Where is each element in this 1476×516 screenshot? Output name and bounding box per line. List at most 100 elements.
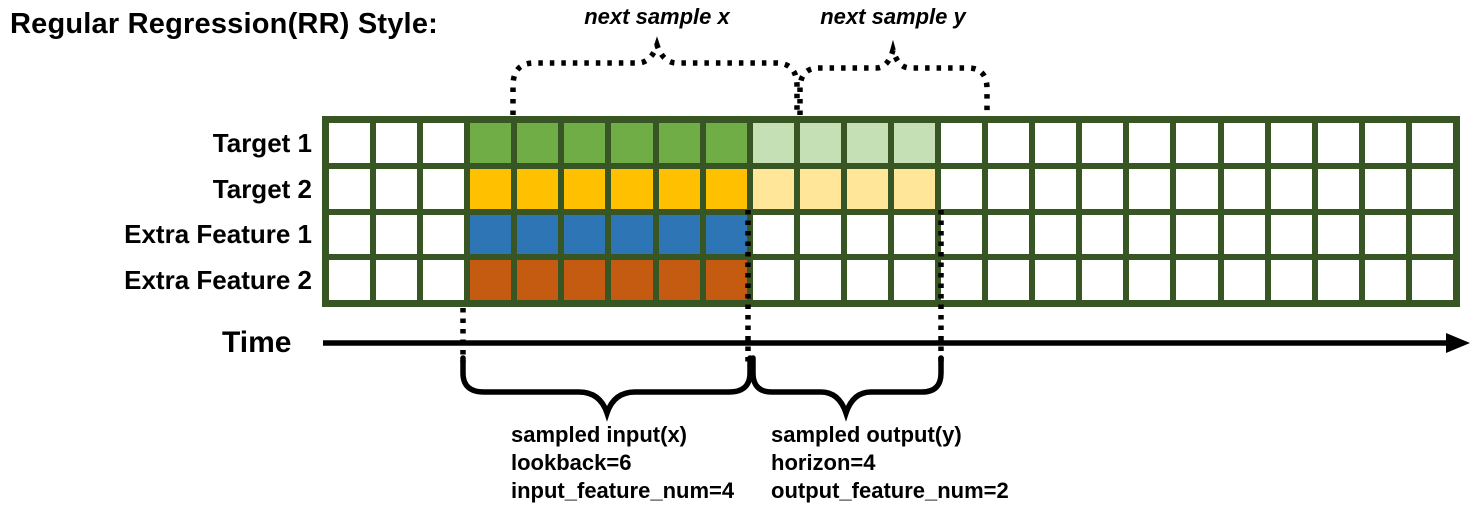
grid-cell xyxy=(941,168,983,209)
grid-cell xyxy=(1364,123,1406,163)
grid-cell xyxy=(1364,260,1406,300)
grid-cell xyxy=(705,214,747,255)
grid-cell xyxy=(564,260,606,300)
grid-cell xyxy=(517,260,559,300)
time-series-grid xyxy=(322,116,1460,307)
input-feature-num: input_feature_num=4 xyxy=(511,478,735,503)
grid-cell xyxy=(329,168,371,209)
grid-cell xyxy=(1176,168,1218,209)
grid-cell xyxy=(846,214,888,255)
grid-cell xyxy=(1364,214,1406,255)
grid-cell xyxy=(1035,168,1077,209)
grid-cell xyxy=(1035,260,1077,300)
grid-cell xyxy=(705,260,747,300)
grid-cell xyxy=(611,214,653,255)
grid-cell xyxy=(1317,214,1359,255)
grid-cell xyxy=(1176,214,1218,255)
grid-cell xyxy=(376,123,418,163)
grid-cell xyxy=(1317,168,1359,209)
grid-cell xyxy=(1411,168,1453,209)
grid-cell xyxy=(1082,168,1124,209)
time-axis-label: Time xyxy=(222,326,292,359)
grid-cell xyxy=(658,214,700,255)
grid-cell xyxy=(423,214,465,255)
grid-cell xyxy=(1270,214,1312,255)
row-label-extra-feature-2: Extra Feature 2 xyxy=(124,265,312,295)
next-sample-x-label: next sample x xyxy=(584,4,730,29)
grid-cell xyxy=(893,214,936,255)
grid-cell xyxy=(1129,214,1171,255)
grid-cell xyxy=(1129,168,1171,209)
grid-cell xyxy=(1411,214,1453,255)
grid-cell xyxy=(893,168,936,209)
grid-cell xyxy=(988,260,1030,300)
grid-cell xyxy=(1223,123,1265,163)
grid-cell xyxy=(1223,168,1265,209)
sampled-input-note: sampled input(x) lookback=6 input_featur… xyxy=(511,421,734,505)
row-label-target-2: Target 2 xyxy=(212,174,312,204)
sampled-output-title: sampled output(y) xyxy=(771,422,962,447)
grid-cell xyxy=(611,168,653,209)
grid-cell xyxy=(376,168,418,209)
next-sample-y-label: next sample y xyxy=(820,4,966,29)
sampled-output-note: sampled output(y) horizon=4 output_featu… xyxy=(771,421,1009,505)
grid-cell xyxy=(1411,123,1453,163)
grid-cell xyxy=(1223,260,1265,300)
grid-cell xyxy=(799,214,841,255)
grid-cell xyxy=(1317,260,1359,300)
grid-cell xyxy=(893,123,936,163)
grid-cell xyxy=(564,214,606,255)
grid-cell xyxy=(846,168,888,209)
grid-cell xyxy=(846,260,888,300)
grid-cell xyxy=(329,260,371,300)
grid-cell xyxy=(941,123,983,163)
grid-cell xyxy=(752,168,794,209)
grid-cell xyxy=(705,123,747,163)
grid-cell xyxy=(752,260,794,300)
grid-cell xyxy=(941,260,983,300)
grid-cell xyxy=(1176,123,1218,163)
grid-cell xyxy=(1082,260,1124,300)
grid-cell xyxy=(658,123,700,163)
sampled-input-brace xyxy=(460,355,753,422)
grid-cell xyxy=(1270,168,1312,209)
grid-cell xyxy=(799,260,841,300)
grid-cell xyxy=(1082,214,1124,255)
grid-cell xyxy=(846,123,888,163)
lookback-value: lookback=6 xyxy=(511,450,632,475)
grid-cell xyxy=(752,214,794,255)
grid-cell xyxy=(1223,214,1265,255)
grid-cell xyxy=(470,260,512,300)
output-feature-num: output_feature_num=2 xyxy=(771,478,1009,503)
grid-cell xyxy=(1035,214,1077,255)
grid-cell xyxy=(799,123,841,163)
page-title: Regular Regression(RR) Style: xyxy=(10,8,438,40)
grid-cell xyxy=(893,260,936,300)
grid-cell xyxy=(611,123,653,163)
grid-cell xyxy=(988,123,1030,163)
sampled-input-title: sampled input(x) xyxy=(511,422,688,447)
grid-cell xyxy=(1270,260,1312,300)
grid-cell xyxy=(658,260,700,300)
grid-cell xyxy=(564,168,606,209)
grid-cell xyxy=(1129,260,1171,300)
grid-cell xyxy=(1035,123,1077,163)
grid-cell xyxy=(611,260,653,300)
grid-cell xyxy=(517,123,559,163)
grid-cell xyxy=(329,214,371,255)
grid-cell xyxy=(941,214,983,255)
grid-cell xyxy=(988,214,1030,255)
grid-cell xyxy=(470,168,512,209)
grid-cell xyxy=(423,168,465,209)
grid-cell xyxy=(423,260,465,300)
grid-cell xyxy=(1270,123,1312,163)
horizon-value: horizon=4 xyxy=(771,450,876,475)
grid-cell xyxy=(376,214,418,255)
grid-cell xyxy=(1364,168,1406,209)
grid-cell xyxy=(799,168,841,209)
grid-cell xyxy=(752,123,794,163)
grid-cell xyxy=(705,168,747,209)
grid-cell xyxy=(329,123,371,163)
grid-cell xyxy=(1317,123,1359,163)
